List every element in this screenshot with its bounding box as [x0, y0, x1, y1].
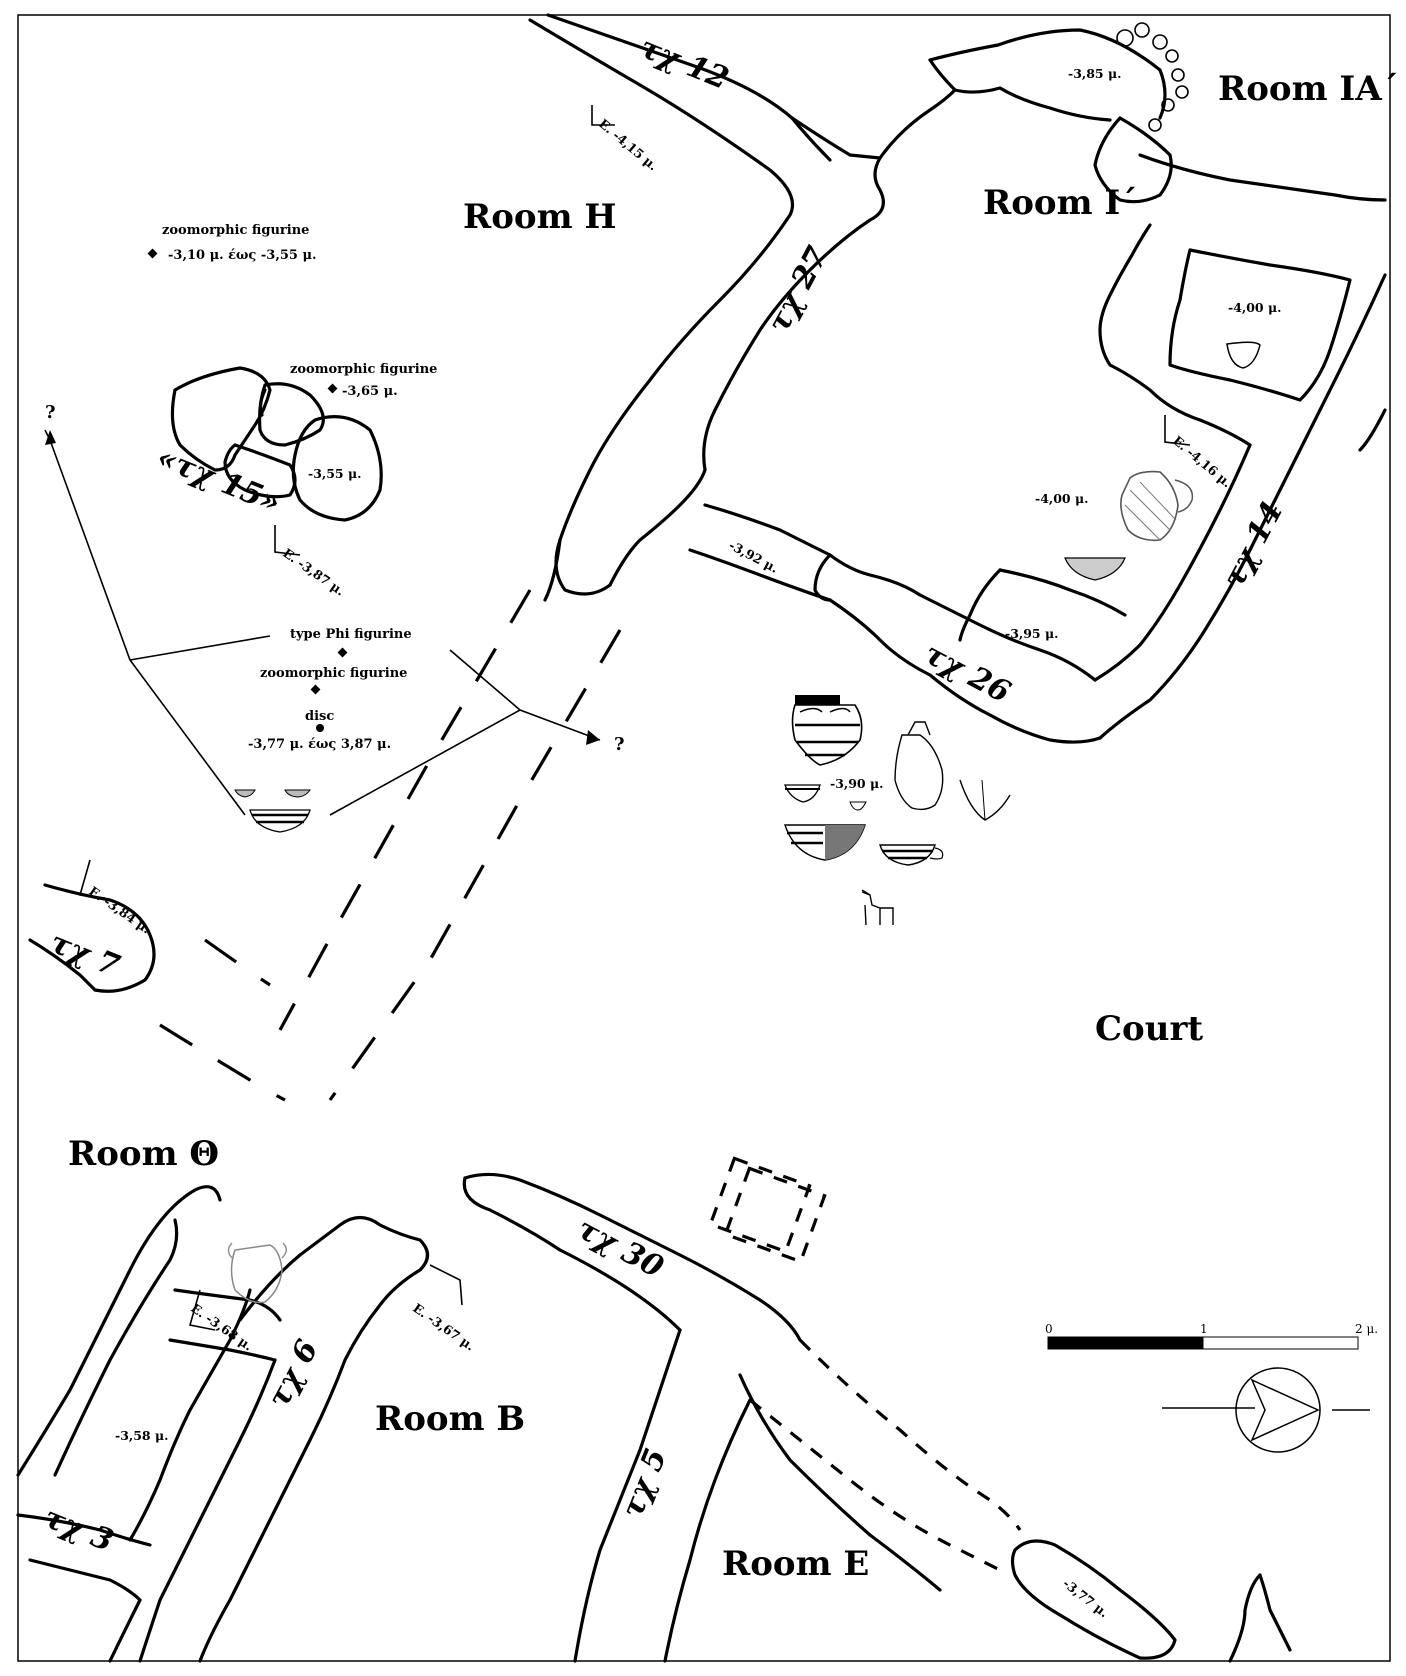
elev-358: -3,58 μ. [115, 1428, 169, 1443]
room-theta-label: Room Θ [68, 1134, 219, 1174]
elev-392: -3,92 μ. [727, 537, 781, 575]
wall-3-label: τχ 3 [39, 1500, 118, 1559]
court-label: Court [1095, 1009, 1203, 1049]
disc-elev: -3,77 μ. έως 3,87 μ. [248, 737, 391, 752]
room-b-label: Room B [375, 1399, 525, 1439]
elev-415: Ε. -4,15 μ. [596, 116, 661, 174]
room-e-label: Room E [722, 1544, 869, 1584]
elev-400b: -4,00 μ. [1035, 491, 1089, 506]
pottery-vessel-icon [227, 341, 1261, 1304]
wall-lines [16, 13, 1387, 1663]
map-frame [17, 14, 1391, 1662]
wall-30-label: τχ 30 [571, 1211, 669, 1285]
elev-355: -3,55 μ. [308, 466, 362, 481]
elev-367: Ε. -3,67 μ. [410, 1300, 477, 1353]
wall-27-label: τχ 27 [761, 241, 835, 339]
wall-12-label: τχ 12 [635, 30, 734, 97]
elev-395: -3,95 μ. [1005, 626, 1059, 641]
zoo2-label: zoomorphic figurine [290, 362, 437, 377]
elev-390: -3,90 μ. [830, 776, 884, 791]
wall-7-label: τχ 7 [45, 925, 124, 984]
elev-387: Ε. -3,87 μ. [280, 545, 347, 598]
find-markers [147, 248, 348, 732]
zoo1-elev: -3,10 μ. έως -3,55 μ. [168, 248, 317, 263]
zoo3-label: zoomorphic figurine [260, 666, 407, 681]
wall-15-label: «τχ 15» [152, 440, 285, 521]
zoo2-elev: -3,65 μ. [342, 384, 398, 399]
wall-26-label: τχ 26 [918, 636, 1016, 710]
room-i-label: Room I΄ [983, 183, 1137, 223]
elev-384: Ε. -3,84 μ. [86, 883, 153, 936]
wall-14-label: τχ 14 [1216, 496, 1290, 594]
room-ia-label: Room IA΄ [1218, 69, 1399, 109]
phi-label: type Phi figurine [290, 627, 412, 642]
scale-bar: 0 1 2 μ. [1045, 1322, 1378, 1350]
zoo1-label: zoomorphic figurine [162, 223, 309, 238]
unknown-mark-left: ? [45, 402, 56, 423]
elev-385: -3,85 μ. [1068, 66, 1122, 81]
elev-400a: -4,00 μ. [1228, 300, 1282, 315]
unknown-mark-right: ? [614, 734, 625, 755]
wall-5-label: τχ 5 [615, 1444, 674, 1523]
scale-tick-0: 0 [1045, 1322, 1053, 1336]
room-h-label: Room H [463, 197, 617, 237]
north-arrow-icon [1162, 1367, 1370, 1453]
scale-tick-1: 1 [1200, 1322, 1208, 1336]
elev-377: -3,77 μ. [1060, 1576, 1111, 1621]
animal-figurine-icon [861, 889, 894, 926]
scale-tick-2: 2 μ. [1355, 1322, 1378, 1336]
disc-label: disc [305, 709, 334, 724]
